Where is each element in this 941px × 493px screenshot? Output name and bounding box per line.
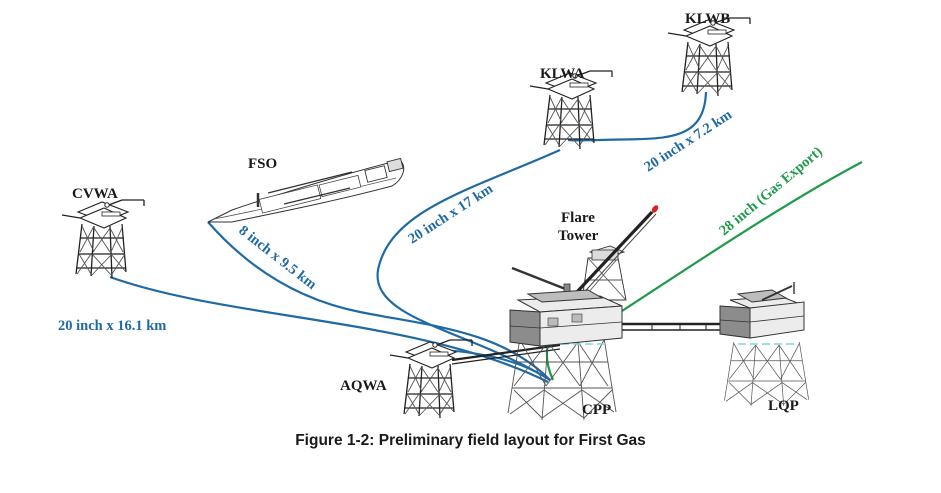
flare-tip (651, 205, 659, 213)
pipeline-labels: 20 inch x 16.1 km 8 inch x 9.5 km 20 inc… (58, 107, 826, 334)
label-klwb: KLWB (685, 11, 730, 27)
platform-cpp: CPP Flare Tower (507, 205, 659, 421)
pipeline-fso-cpp (207, 221, 551, 381)
label-lqp: LQP (768, 398, 799, 414)
platform-klwa: KLWA (529, 66, 613, 150)
label-pipeline-fso-cpp: 8 inch x 9.5 km (236, 223, 320, 293)
figure-caption: Figure 1-2: Preliminary field layout for… (295, 432, 646, 449)
pipeline-klwb-klwa (567, 91, 708, 142)
platform-klwb: KLWB (667, 11, 751, 97)
pipeline-cvwa-cpp (109, 275, 549, 383)
label-pipeline-cvwa-cpp: 20 inch x 16.1 km (58, 318, 166, 334)
pipeline-gas-export (621, 161, 863, 312)
label-flare-line1: Flare (561, 210, 595, 226)
pipeline-klwa-cpp (376, 148, 561, 381)
pipelines (109, 91, 863, 383)
label-pipeline-klwb-klwa: 20 inch x 7.2 km (641, 107, 735, 175)
bridge-aqwa-cpp (451, 343, 561, 365)
label-cpp: CPP (582, 402, 611, 418)
platform-lqp: LQP (719, 282, 810, 414)
label-klwa: KLWA (540, 66, 585, 82)
label-fso: FSO (248, 156, 277, 172)
label-flare-line2: Tower (558, 228, 599, 244)
platform-cvwa: CVWA (61, 186, 145, 279)
vessel-fso: FSO (207, 156, 405, 223)
label-cvwa: CVWA (72, 186, 118, 202)
bridge-cpp-lqp (622, 322, 720, 331)
platform-aqwa: AQWA (340, 339, 473, 419)
label-aqwa: AQWA (340, 378, 387, 394)
